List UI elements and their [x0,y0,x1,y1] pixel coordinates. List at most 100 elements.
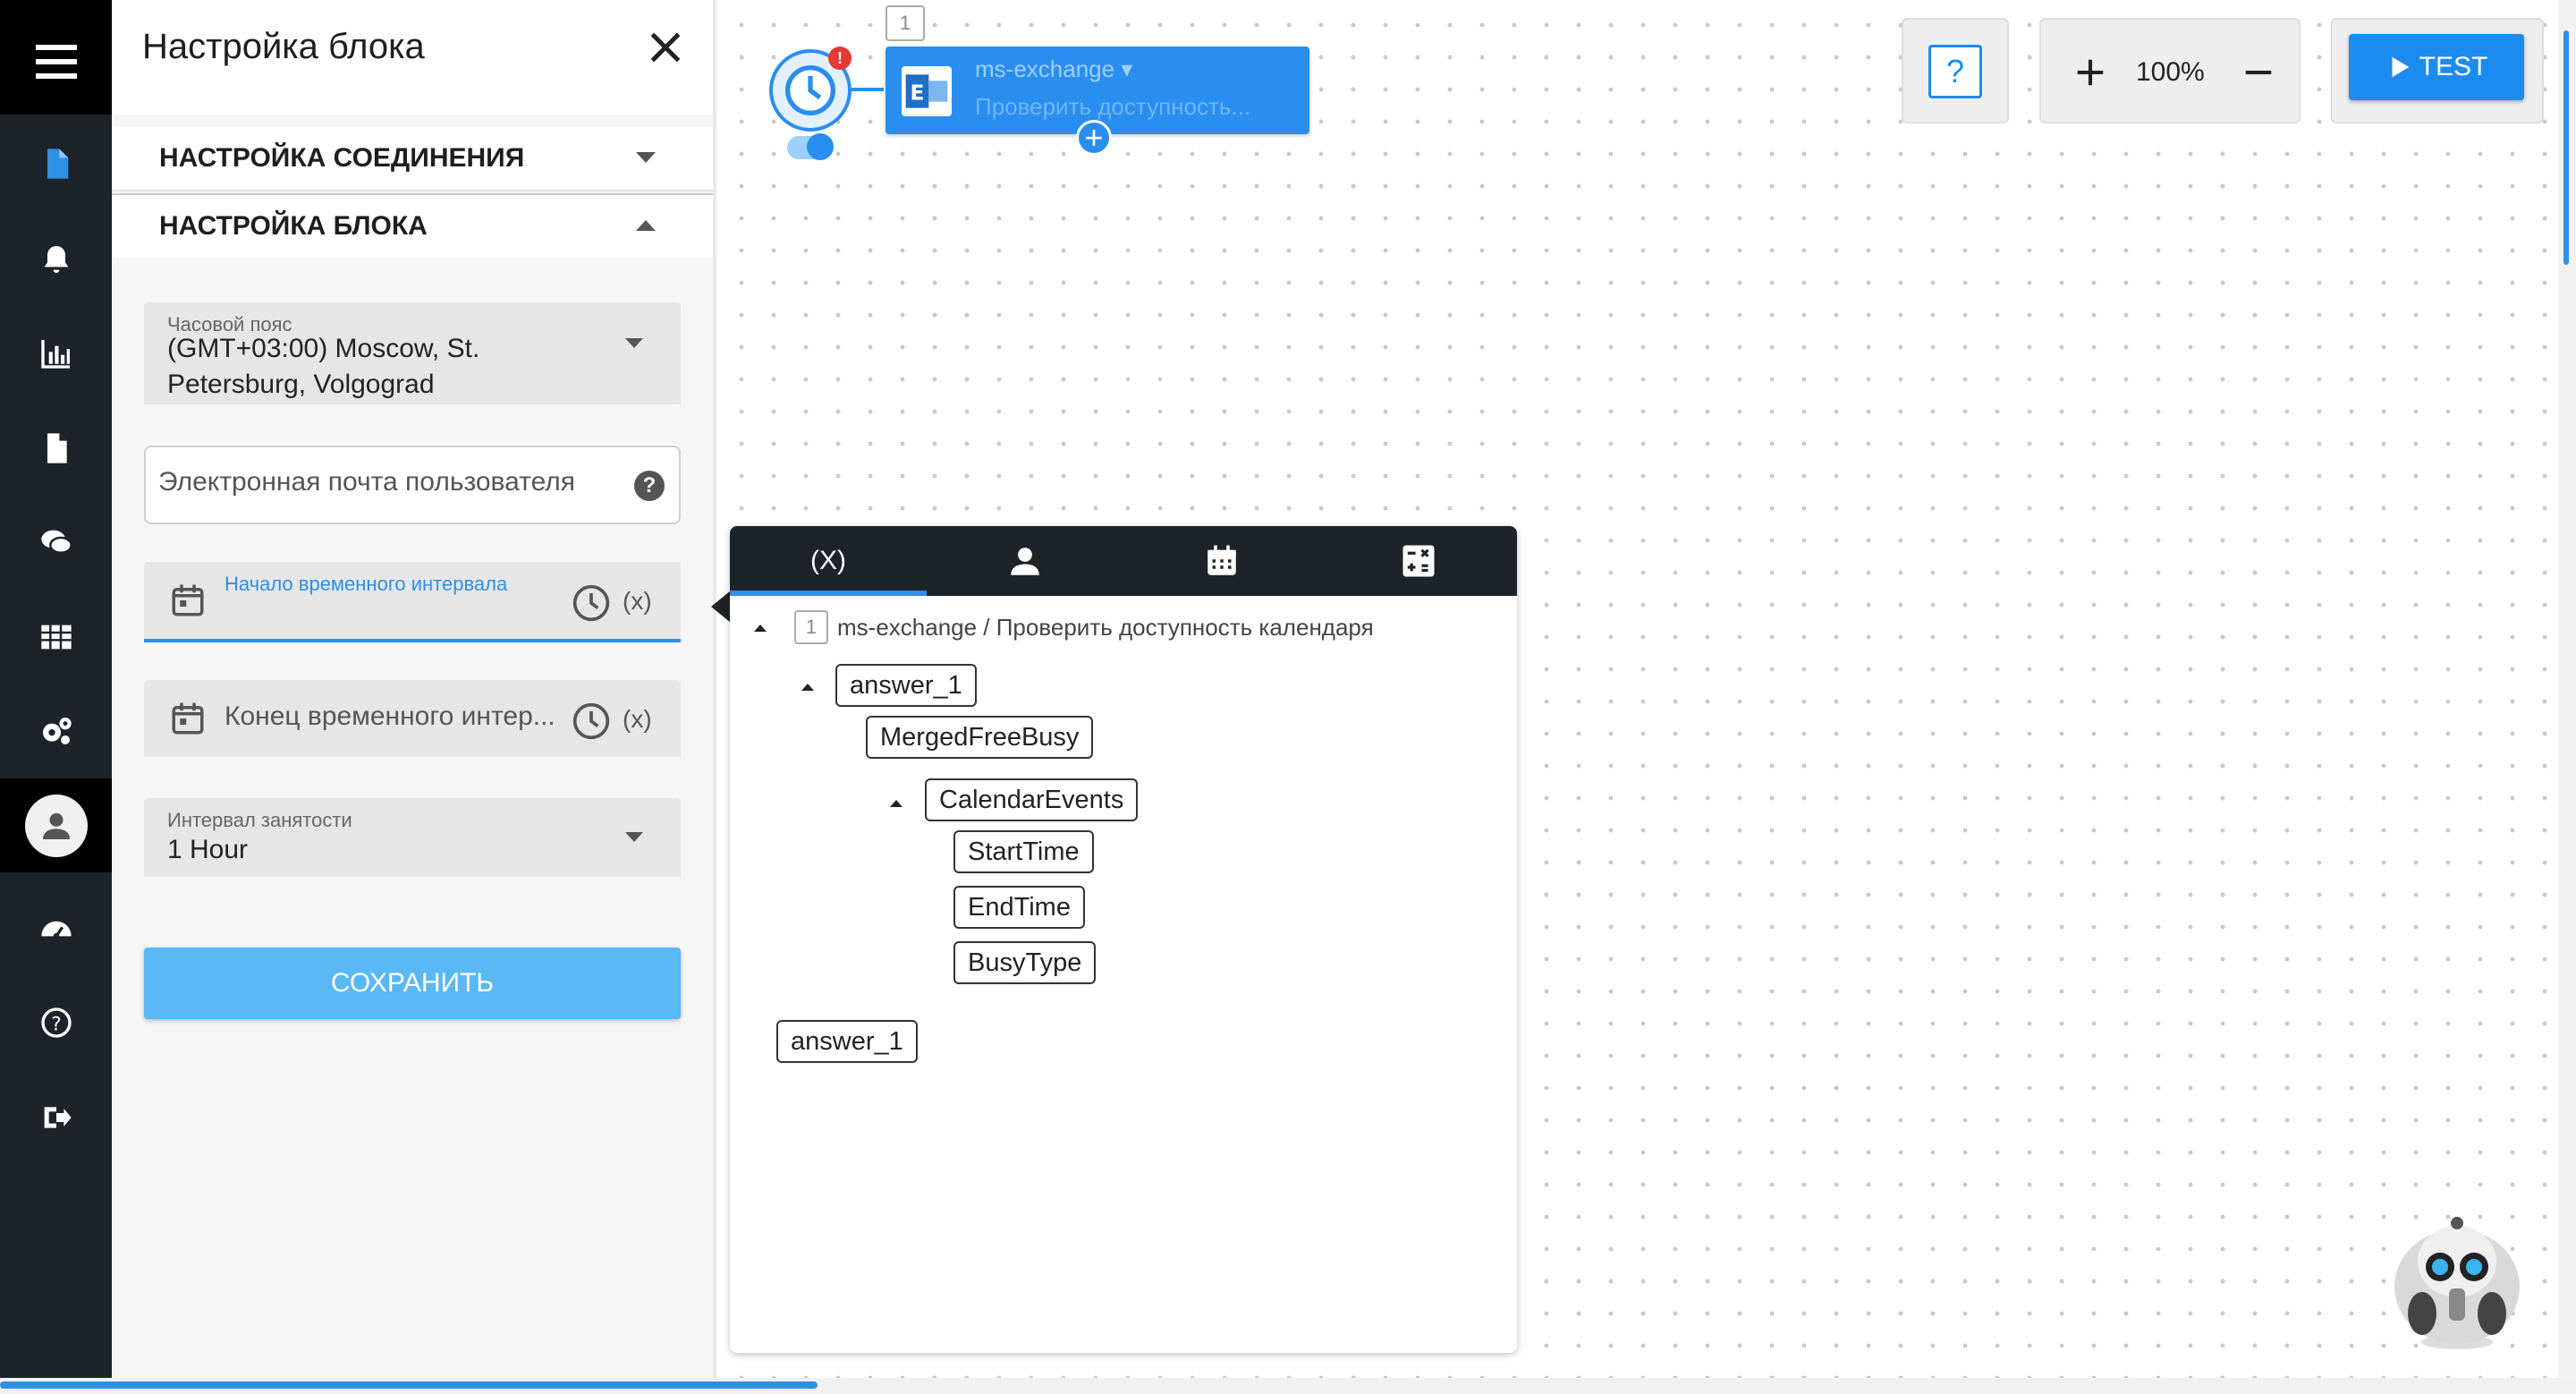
dropdown-caret-icon [625,832,643,842]
help-icon[interactable]: ? [634,471,665,501]
node-connector [852,88,884,91]
calendar-icon [172,702,204,735]
user-icon [1011,548,1039,575]
test-button[interactable]: TEST [2349,34,2524,100]
rail-item-files[interactable] [0,401,112,495]
tab-calculator[interactable] [1320,526,1517,596]
end-interval-var-button[interactable]: (x) [623,705,652,733]
rail-item-notifications[interactable] [0,212,112,306]
ms-exchange-node[interactable]: E ms-exchange ▾ Проверить доступность... [886,47,1309,134]
clock-icon[interactable] [572,701,611,741]
tree-step-badge: 1 [794,610,828,644]
timezone-value-line2: Petersburg, Volgograd [167,370,435,399]
email-field[interactable]: Электронная почта пользователя ? [144,446,681,524]
chat-icon [40,530,72,554]
tree-collapse-icon[interactable] [801,684,814,691]
help-button[interactable]: ? [1928,45,1982,98]
horizontal-scroll-thumb[interactable] [0,1381,818,1389]
popup-tabs: (X) [730,526,1517,596]
help-circle-icon: ? [40,1007,72,1038]
timezone-value-line1: (GMT+03:00) Moscow, St. [167,334,480,363]
vertical-scroll-thumb[interactable] [2563,30,2569,265]
start-interval-var-button[interactable]: (x) [623,587,652,615]
var-end-time[interactable]: EndTime [953,886,1085,929]
clock-icon[interactable] [572,583,611,623]
save-button[interactable]: СОХРАНИТЬ [144,948,681,1019]
tab-calendar[interactable] [1123,526,1320,596]
rail-item-settings[interactable] [0,684,112,778]
rail-item-table[interactable] [0,590,112,684]
chevron-up-icon [636,220,656,231]
tree-root-path: ms-exchange / Проверить доступность кале… [837,614,1374,641]
var-merged-free-busy[interactable]: MergedFreeBusy [866,716,1094,759]
test-toolbox: TEST [2331,18,2544,123]
close-icon[interactable] [643,25,688,70]
rail-item-documents[interactable] [0,116,112,210]
svg-text:E: E [911,80,925,105]
vertical-scrollbar[interactable] [2558,0,2576,1378]
zoom-in-icon[interactable] [2073,55,2107,89]
busy-interval-select[interactable]: Интервал занятости 1 Hour [144,798,681,877]
panel-header: Настройка блока [112,0,713,115]
table-icon [40,625,72,649]
calculator-icon [1402,545,1435,577]
email-placeholder: Электронная почта пользователя [158,467,576,497]
tab-variables[interactable]: (X) [730,526,927,596]
var-start-time[interactable]: StartTime [953,830,1094,873]
end-interval-placeholder: Конец временного интер... [225,701,555,731]
document-icon [47,148,68,179]
busy-interval-label: Интервал занятости [167,809,352,831]
popup-pointer [711,591,731,623]
var-answer-root[interactable]: answer_1 [776,1020,918,1063]
var-calendar-events[interactable]: CalendarEvents [925,778,1139,821]
help-toolbox: ? [1902,18,2009,123]
avatar [24,794,88,857]
node-step-badge: 1 [886,5,925,41]
clock-icon [785,65,835,115]
node-title: ms-exchange ▾ [975,55,1133,82]
start-interval-field[interactable]: Начало временного интервала (x) [144,562,681,642]
dropdown-caret-icon [625,338,643,348]
exchange-logo-icon: E [902,66,952,116]
rail-item-dashboard[interactable] [0,881,112,975]
var-busy-type[interactable]: BusyType [953,941,1097,984]
section-block[interactable]: НАСТРОЙКА БЛОКА [112,193,713,258]
end-interval-field[interactable]: Конец временного интер... (x) [144,680,681,757]
trigger-toggle[interactable] [787,133,834,160]
left-rail: ? [0,0,112,1378]
start-interval-label: Начало временного интервала [225,573,508,595]
horizontal-scrollbar[interactable] [0,1378,2576,1394]
panel-divider [713,0,716,1378]
section-block-label: НАСТРОЙКА БЛОКА [159,211,428,241]
active-tab-indicator [730,591,927,596]
play-icon [2392,56,2409,78]
rail-item-logout[interactable] [0,1070,112,1164]
rail-item-chat[interactable] [0,495,112,589]
variables-popup: (X) 1 ms-exchange / Проверить доступност… [730,526,1517,1353]
assistant-robot[interactable] [2390,1208,2524,1351]
tab-user[interactable] [927,526,1123,596]
user-icon [42,812,70,839]
speedometer-icon [40,921,72,939]
timezone-select[interactable]: Часовой пояс (GMT+03:00) Moscow, St. Pet… [144,302,681,404]
tab-variables-label: (X) [810,546,846,575]
section-connection-label: НАСТРОЙКА СОЕДИНЕНИЯ [159,143,525,173]
chevron-down-icon [636,152,656,163]
rail-item-help[interactable]: ? [0,975,112,1069]
zoom-out-icon[interactable] [2241,55,2275,89]
calendar-icon [172,584,204,616]
tree-collapse-icon[interactable] [754,625,767,632]
logout-icon [44,1106,72,1128]
calendar-icon [1208,545,1236,575]
var-answer[interactable]: answer_1 [835,664,977,707]
bar-chart-icon [40,339,70,369]
zoom-level: 100% [2136,57,2205,87]
section-connection[interactable]: НАСТРОЙКА СОЕДИНЕНИЯ [112,127,713,191]
rail-item-analytics[interactable] [0,306,112,400]
toggle-knob [807,133,834,160]
menu-button[interactable] [0,0,112,115]
add-node-button[interactable]: + [1076,120,1112,156]
rail-item-profile[interactable] [0,778,112,872]
gears-icon [42,717,72,744]
tree-collapse-icon[interactable] [890,800,902,807]
